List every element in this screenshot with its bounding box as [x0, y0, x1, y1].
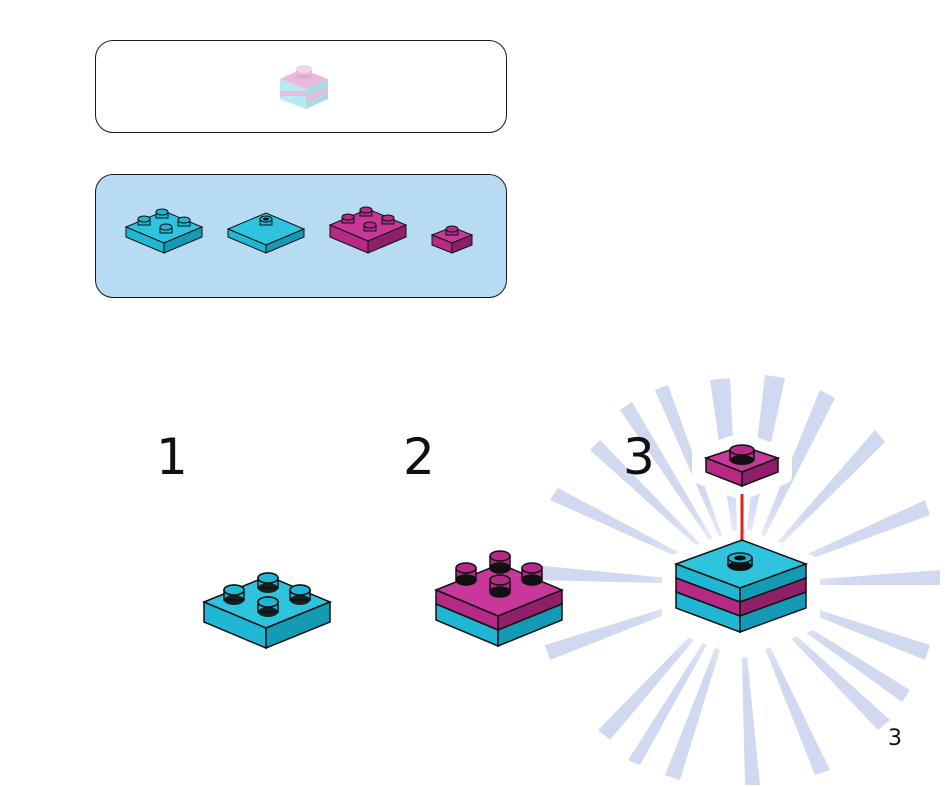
magenta-2x2-brick-part — [328, 206, 408, 254]
finished-model-thumbnail — [280, 65, 328, 109]
step-number-2: 2 — [403, 428, 435, 486]
page-number: 3 — [888, 726, 902, 751]
step-2-model — [434, 550, 564, 648]
step-number-3: 3 — [623, 428, 655, 486]
magenta-1x1-brick-part — [430, 225, 474, 254]
model-preview-panel — [95, 40, 507, 133]
parts-list-panel — [95, 174, 507, 298]
step-1-model — [202, 572, 332, 650]
cyan-2x2-brick-part — [124, 208, 204, 254]
cyan-center-stud-plate-part — [226, 212, 306, 254]
step-3-model — [662, 436, 820, 658]
step-number-1: 1 — [156, 428, 188, 486]
